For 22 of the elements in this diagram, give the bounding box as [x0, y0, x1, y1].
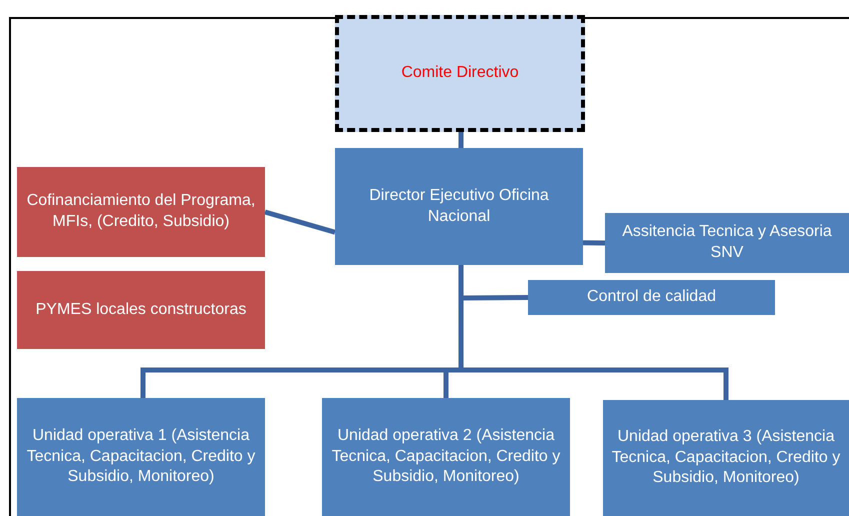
box-label: Unidad operativa 1 (Asistencia Tecnica, Capacitacion, Credito y Subsidio, Monitoreo): [26, 426, 256, 488]
org-box: [17, 167, 265, 257]
org-box: [322, 398, 570, 516]
org-box: [335, 15, 585, 132]
box-label: Assitencia Tecnica y Asesoria SNV: [621, 222, 833, 263]
box-label: Unidad operativa 2 (Asistencia Tecnica, Capacitacion, Credito y Subsidio, Monitoreo): [330, 426, 562, 488]
org-box: [17, 271, 265, 349]
box-label: Director Ejecutivo Oficina Nacional: [368, 186, 550, 226]
box-label: Cofinanciamiento del Programa, MFIs, (Credito, Subsidio): [26, 191, 256, 232]
connector-line: [264, 210, 336, 235]
box-label: PYMES locales constructoras: [36, 300, 246, 320]
box-label: Comite Directivo: [401, 63, 519, 84]
connector-line: [582, 240, 606, 246]
org-box: [528, 280, 775, 315]
box-label: Unidad operativa 3 (Asistencia Tecnica, Capacitacion, Credito y Subsidio, Monitoreo): [610, 426, 842, 488]
org-box: [335, 148, 583, 265]
org-box: [605, 213, 849, 273]
org-box: [17, 398, 265, 516]
box-label: Control de calidad: [587, 287, 716, 308]
org-box: [603, 400, 849, 516]
connector-line: [458, 265, 728, 400]
connector-line: [458, 132, 464, 148]
